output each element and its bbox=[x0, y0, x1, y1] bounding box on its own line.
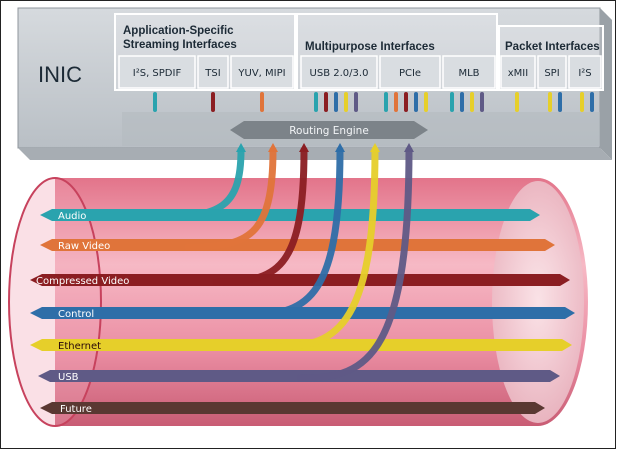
routing-curve-ethernet bbox=[268, 146, 379, 351]
channel-bar-future bbox=[40, 402, 545, 414]
routing-curve-usb bbox=[296, 146, 413, 382]
interface-tick bbox=[548, 92, 552, 112]
interface-label: YUV, MIPI bbox=[237, 68, 285, 79]
interface-label: USB 2.0/3.0 bbox=[310, 68, 369, 79]
inic-label: INIC bbox=[38, 62, 82, 87]
routing-curve-arrowhead bbox=[404, 143, 414, 152]
group-title-line1: Multipurpose Interfaces bbox=[305, 41, 435, 53]
group-title-line1: Packet Interfaces bbox=[505, 41, 600, 53]
routing-curve-raw-video bbox=[184, 146, 277, 251]
interface-cell bbox=[442, 55, 496, 89]
interface-tick bbox=[354, 92, 358, 112]
interface-cell bbox=[230, 55, 294, 89]
interface-tick bbox=[558, 92, 562, 112]
routing-curve-audio bbox=[156, 146, 245, 221]
interface-cell bbox=[537, 55, 567, 89]
routing-engine-label: Routing Engine bbox=[289, 125, 369, 137]
group-title-line1: Application-Specific bbox=[123, 25, 234, 37]
routing-engine: Routing Engine bbox=[122, 112, 600, 146]
routing-curve-compressed-video bbox=[212, 146, 308, 286]
interface-label: TSI bbox=[204, 68, 220, 79]
interface-label: I²S bbox=[578, 68, 591, 79]
interface-cell bbox=[197, 55, 229, 89]
interface-label: I²S, SPDIF bbox=[133, 68, 182, 79]
interface-tick bbox=[384, 92, 388, 112]
channel-bar-raw-video bbox=[40, 239, 555, 251]
routing-curve-arrowhead bbox=[335, 143, 345, 152]
interface-tick bbox=[260, 92, 264, 112]
interface-ticks bbox=[153, 92, 594, 112]
interface-tick bbox=[580, 92, 584, 112]
routing-curves bbox=[156, 143, 414, 382]
routing-engine-arrow bbox=[230, 121, 428, 139]
channel-label-raw-video: Raw Video bbox=[58, 241, 110, 252]
interface-tick bbox=[153, 92, 157, 112]
interface-cell bbox=[300, 55, 378, 89]
interface-tick bbox=[480, 92, 484, 112]
channel-label-audio: Audio bbox=[58, 211, 86, 222]
routing-curve-arrowhead bbox=[370, 143, 380, 152]
inic-box-bottom bbox=[18, 148, 612, 160]
interface-tick bbox=[424, 92, 428, 112]
interface-cell bbox=[568, 55, 602, 89]
routing-curve-control bbox=[240, 146, 344, 319]
interface-label: SPI bbox=[544, 68, 559, 79]
channel-bars bbox=[30, 209, 575, 414]
channel-bar-audio bbox=[40, 209, 540, 221]
routing-curve-arrowhead bbox=[268, 143, 278, 152]
channel-label-ethernet: Ethernet bbox=[58, 341, 101, 352]
group-packet: Packet Interfaces xMII SPI I²S bbox=[498, 25, 604, 91]
interface-tick bbox=[590, 92, 594, 112]
interface-tick bbox=[470, 92, 474, 112]
interface-tick bbox=[394, 92, 398, 112]
interface-tick bbox=[404, 92, 408, 112]
interface-label: PCIe bbox=[399, 68, 421, 79]
interface-tick bbox=[334, 92, 338, 112]
interface-label: MLB bbox=[458, 68, 479, 79]
interface-tick bbox=[314, 92, 318, 112]
channel-bar-compressed-video bbox=[30, 274, 570, 286]
interface-tick bbox=[414, 92, 418, 112]
interface-cell bbox=[118, 55, 196, 89]
routing-curve-arrowhead bbox=[236, 143, 246, 152]
routing-curve-arrowhead bbox=[299, 143, 309, 152]
interface-tick bbox=[324, 92, 328, 112]
interface-tick bbox=[460, 92, 464, 112]
interface-tick bbox=[515, 92, 519, 112]
interface-label: xMII bbox=[508, 68, 528, 79]
channel-bar-control bbox=[30, 307, 575, 319]
group-app-specific: Application-Specific Streaming Interface… bbox=[114, 13, 296, 91]
group-title-line2: Streaming Interfaces bbox=[123, 39, 237, 51]
interface-tick bbox=[211, 92, 215, 112]
interface-tick bbox=[450, 92, 454, 112]
interface-cell bbox=[379, 55, 441, 89]
interface-cell bbox=[500, 55, 536, 89]
interface-tick bbox=[344, 92, 348, 112]
channel-label-compressed-video: Compressed Video bbox=[36, 276, 129, 287]
channel-label-future: Future bbox=[60, 404, 92, 415]
channel-label-control: Control bbox=[58, 309, 94, 320]
group-multipurpose: Multipurpose Interfaces USB 2.0/3.0 PCIe… bbox=[296, 13, 498, 91]
channel-label-usb: USB bbox=[58, 372, 79, 383]
